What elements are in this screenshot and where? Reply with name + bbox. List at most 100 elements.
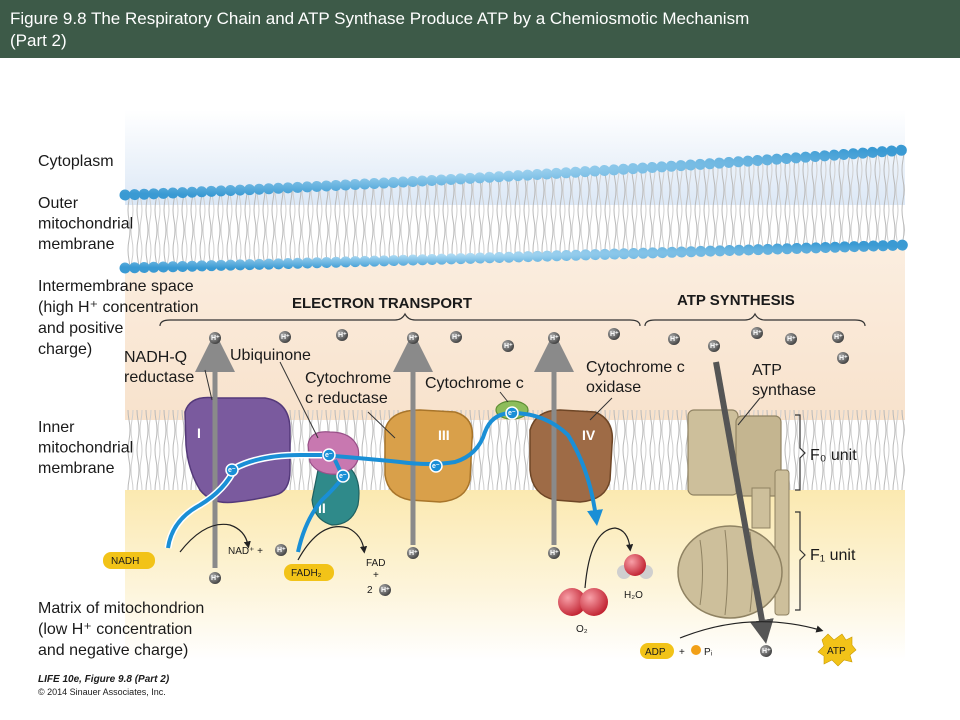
proton-ion: H⁺ [708,340,720,352]
svg-text:H⁺: H⁺ [550,335,559,342]
matrix-label: Matrix of mitochondrion(low H⁺ concentra… [38,600,204,659]
electron-badge: e⁻ [225,463,239,477]
water-molecule [617,554,653,579]
svg-text:e⁻: e⁻ [339,473,347,480]
electron-transport-bracket [159,312,641,327]
electron-badge: e⁻ [322,448,336,462]
svg-text:e⁻: e⁻ [325,452,333,459]
f0-unit-label: F₀ unit [810,447,857,464]
fadh2-oxidation-arrow [297,526,368,561]
electron-badge: e⁻ [336,469,350,483]
svg-text:H⁺: H⁺ [338,332,347,339]
proton-ion: H⁺ [336,329,348,341]
svg-text:H⁺: H⁺ [452,334,461,341]
svg-text:H⁺: H⁺ [710,343,719,350]
copyright-notice: © 2014 Sinauer Associates, Inc. [38,687,166,697]
figure-header: Figure 9.8 The Respiratory Chain and ATP… [0,0,960,58]
proton-ion: H⁺ [837,352,849,364]
intermembrane-region [125,245,905,420]
complex-I-numeral: I [197,425,201,441]
svg-text:e⁻: e⁻ [432,463,440,470]
figure-credit: LIFE 10e, Figure 9.8 (Part 2) [38,674,170,685]
nadh-oxidation-arrow [179,523,251,553]
figure-title: Figure 9.8 The Respiratory Chain and ATP… [10,9,750,28]
pi-label: Pᵢ [704,647,713,658]
svg-text:H⁺: H⁺ [409,335,418,342]
electron-badge: e⁻ [505,406,519,420]
intermembrane-space-label: Intermembrane space(high H⁺ concentratio… [38,278,199,358]
cytochrome-c-label: Cytochrome c [425,375,524,392]
svg-text:H⁺: H⁺ [787,336,796,343]
proton-ion: H⁺ [548,332,560,344]
electron-path-main [166,410,603,549]
proton-ion: H⁺ [379,584,391,596]
atp-synthesis-bracket [644,312,866,327]
oxygen-reduction-arrow [584,527,634,589]
complex-III-numeral: III [438,427,450,443]
fad-two-label: 2 [367,585,373,596]
phosphate-dot [691,645,701,655]
complex-II-numeral: II [318,500,326,516]
proton-ion: H⁺ [209,572,221,584]
svg-text:H⁺: H⁺ [670,336,679,343]
svg-text:e⁻: e⁻ [508,410,516,417]
f1-bracket [795,511,806,611]
fad-label: FAD [366,558,385,569]
proton-ion: H⁺ [279,331,291,343]
proton-ion: H⁺ [548,547,560,559]
atp-badge [817,633,857,667]
complex-I [184,396,291,504]
respiratory-chain-diagram: ELECTRON TRANSPORT ATP SYNTHESIS I II II… [38,110,911,697]
svg-text:H⁺: H⁺ [409,550,418,557]
proton-ion: H⁺ [209,332,221,344]
svg-text:H⁺: H⁺ [753,330,762,337]
electron-transport-label: ELECTRON TRANSPORT [292,295,472,312]
nadh-badge [103,552,155,569]
complex-IV-numeral: IV [582,427,596,443]
proton-ion: H⁺ [407,547,419,559]
proton-ion: H⁺ [407,332,419,344]
svg-text:H⁺: H⁺ [211,575,220,582]
atp-formation-arrow [679,621,824,639]
proton-ion: H⁺ [502,340,514,352]
adp-label: ADP [645,647,666,658]
svg-text:H⁺: H⁺ [762,648,771,655]
oxygen-molecule [558,588,608,616]
nadh-label: NADH [111,556,139,567]
proton-ion: H⁺ [751,327,763,339]
nad-plus-label: NAD⁺ + [228,546,263,557]
svg-text:H⁺: H⁺ [211,335,220,342]
label-pointers [204,361,761,439]
adp-badge [640,643,674,659]
fadh2-badge [284,564,334,581]
proton-pump-arrows [195,332,574,568]
complex-IV [529,409,614,503]
complex-III [384,409,474,503]
atp-label: ATP [827,646,846,657]
f1-unit-label: F₁ unit [810,547,856,564]
svg-text:H⁺: H⁺ [277,547,286,554]
electron-badge: e⁻ [429,459,443,473]
fad-plus-label: + [373,570,379,581]
svg-text:H⁺: H⁺ [839,355,848,362]
ubiquinone-label: Ubiquinone [230,347,311,364]
svg-text:H⁺: H⁺ [834,334,843,341]
proton-ion: H⁺ [450,331,462,343]
svg-text:H⁺: H⁺ [381,587,390,594]
atp-synthesis-label: ATP SYNTHESIS [677,292,795,309]
cytoplasm-label: Cytoplasm [38,153,114,170]
plus-label: + [679,647,685,658]
svg-text:e⁻: e⁻ [228,467,236,474]
h2o-label: H₂O [624,590,643,601]
outer-membrane [119,144,911,274]
figure-title-part: (Part 2) [10,31,67,50]
fadh2-label: FADH₂ [291,568,322,579]
proton-ion: H⁺ [785,333,797,345]
proton-ion: H⁺ [608,328,620,340]
